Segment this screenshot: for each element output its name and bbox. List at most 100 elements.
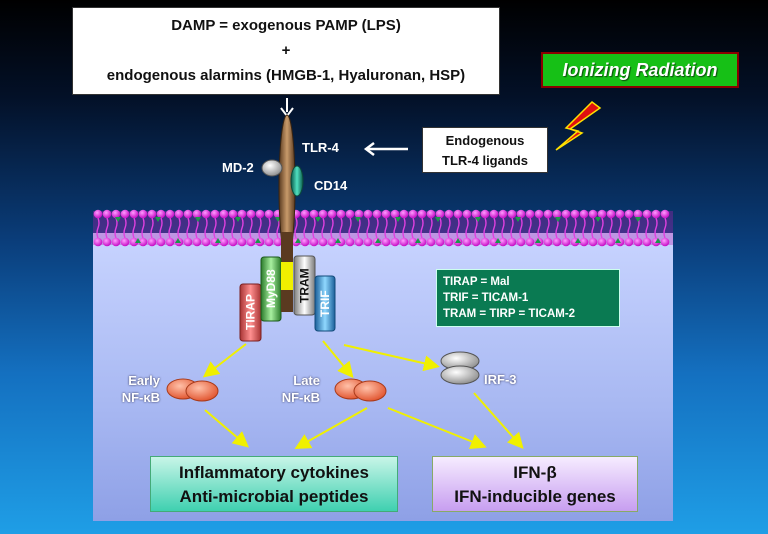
membrane-protein-marker xyxy=(255,238,261,243)
lipid-head xyxy=(174,209,184,219)
lipid-head xyxy=(363,237,373,247)
lipid-tail xyxy=(222,217,226,239)
lipid-head xyxy=(237,237,247,247)
lipid-head xyxy=(201,209,211,219)
lipid-head xyxy=(462,237,472,247)
lipid-head xyxy=(336,209,346,219)
alias-box: TIRAP = Mal TRIF = TICAM-1 TRAM = TIRP =… xyxy=(436,269,620,327)
lipid-tail xyxy=(357,217,361,239)
lipid-tail xyxy=(627,217,631,239)
lipid-head xyxy=(309,209,319,219)
membrane-protein-marker xyxy=(595,217,601,222)
lipid-tail xyxy=(483,217,487,239)
lipid-tail xyxy=(636,217,640,239)
lipid-head xyxy=(417,209,427,219)
lipid-tail xyxy=(402,217,406,239)
lipid-head xyxy=(381,237,391,247)
lipid-head xyxy=(102,237,112,247)
membrane-protein-marker xyxy=(215,238,221,243)
lipid-head xyxy=(129,209,139,219)
lipid-head xyxy=(534,209,544,219)
membrane-protein-marker xyxy=(335,238,341,243)
lipid-head xyxy=(615,209,625,219)
alias-trif: TRIF = TICAM-1 xyxy=(443,292,529,304)
linker-brown xyxy=(281,290,293,312)
lipid-head xyxy=(525,209,535,219)
lipid-head xyxy=(372,209,382,219)
lipid-tail xyxy=(465,217,469,239)
lipid-head xyxy=(210,209,220,219)
lipid-tail xyxy=(186,217,190,239)
lipid-head xyxy=(435,209,445,219)
lipid-head xyxy=(426,209,436,219)
membrane-protein-marker xyxy=(295,238,301,243)
lipid-head xyxy=(264,209,274,219)
ionizing-radiation-label: Ionizing Radiation xyxy=(541,52,739,88)
inflam-line2: Anti-microbial peptides xyxy=(179,487,369,506)
lipid-head xyxy=(192,237,202,247)
lipid-head xyxy=(228,237,238,247)
lipid-head xyxy=(444,209,454,219)
lipid-head xyxy=(399,237,409,247)
lipid-head xyxy=(471,237,481,247)
lipid-head xyxy=(111,237,121,247)
lipid-tail xyxy=(564,217,568,239)
ifn-line2: IFN-inducible genes xyxy=(454,487,616,506)
lipid-head xyxy=(183,237,193,247)
signal-arrows xyxy=(202,340,524,449)
lipid-tail xyxy=(384,217,388,239)
lightning-bolt-icon xyxy=(555,101,602,151)
membrane-protein-marker xyxy=(515,217,521,222)
lipid-tail xyxy=(204,217,208,239)
lipid-head xyxy=(606,237,616,247)
lipid-head xyxy=(318,237,328,247)
lipid-head xyxy=(165,209,175,219)
lipid-tail xyxy=(132,217,136,239)
lipid-tail xyxy=(420,217,424,239)
lipid-head xyxy=(471,209,481,219)
lipid-head xyxy=(417,237,427,247)
lipid-head xyxy=(354,209,364,219)
lipid-head xyxy=(507,237,517,247)
lipid-head xyxy=(660,237,670,247)
lipid-head xyxy=(138,209,148,219)
lipid-head xyxy=(579,237,589,247)
tirap-label: TIRAP xyxy=(243,294,258,331)
lipid-head xyxy=(633,209,643,219)
membrane-protein-marker xyxy=(635,217,641,222)
lipid-head xyxy=(588,209,598,219)
lipid-head xyxy=(354,237,364,247)
lipid-tail xyxy=(537,217,541,239)
lipid-head xyxy=(570,209,580,219)
lipid-tail xyxy=(663,217,667,239)
lipid-head xyxy=(426,237,436,247)
lipid-tail xyxy=(321,217,325,239)
lipid-head xyxy=(525,237,535,247)
lipid-head xyxy=(237,209,247,219)
membrane-protein-marker xyxy=(155,217,161,222)
lipid-tail xyxy=(339,217,343,239)
lipid-head xyxy=(561,237,571,247)
lipid-tail xyxy=(348,217,352,239)
lipid-head xyxy=(435,237,445,247)
late-nfkb-right xyxy=(353,380,387,402)
lipid-head xyxy=(165,237,175,247)
lipid-head xyxy=(138,237,148,247)
inflammatory-output-box: Inflammatory cytokines Anti-microbial pe… xyxy=(150,456,398,512)
lipid-head xyxy=(120,237,130,247)
lipid-head xyxy=(597,209,607,219)
endogenous-arrow-head xyxy=(363,142,375,156)
endogenous-ligands-box: Endogenous TLR-4 ligands xyxy=(422,127,548,173)
trif-protein xyxy=(314,275,336,332)
lipid-head xyxy=(390,209,400,219)
lipid-tail xyxy=(600,217,604,239)
lipid-tail xyxy=(519,217,523,239)
tlr4-label: TLR-4 xyxy=(302,140,339,155)
lipid-head xyxy=(345,209,355,219)
lipid-head xyxy=(606,209,616,219)
lipid-tail xyxy=(168,217,172,239)
lipid-head xyxy=(201,237,211,247)
lipid-head xyxy=(318,209,328,219)
lipid-head xyxy=(579,209,589,219)
